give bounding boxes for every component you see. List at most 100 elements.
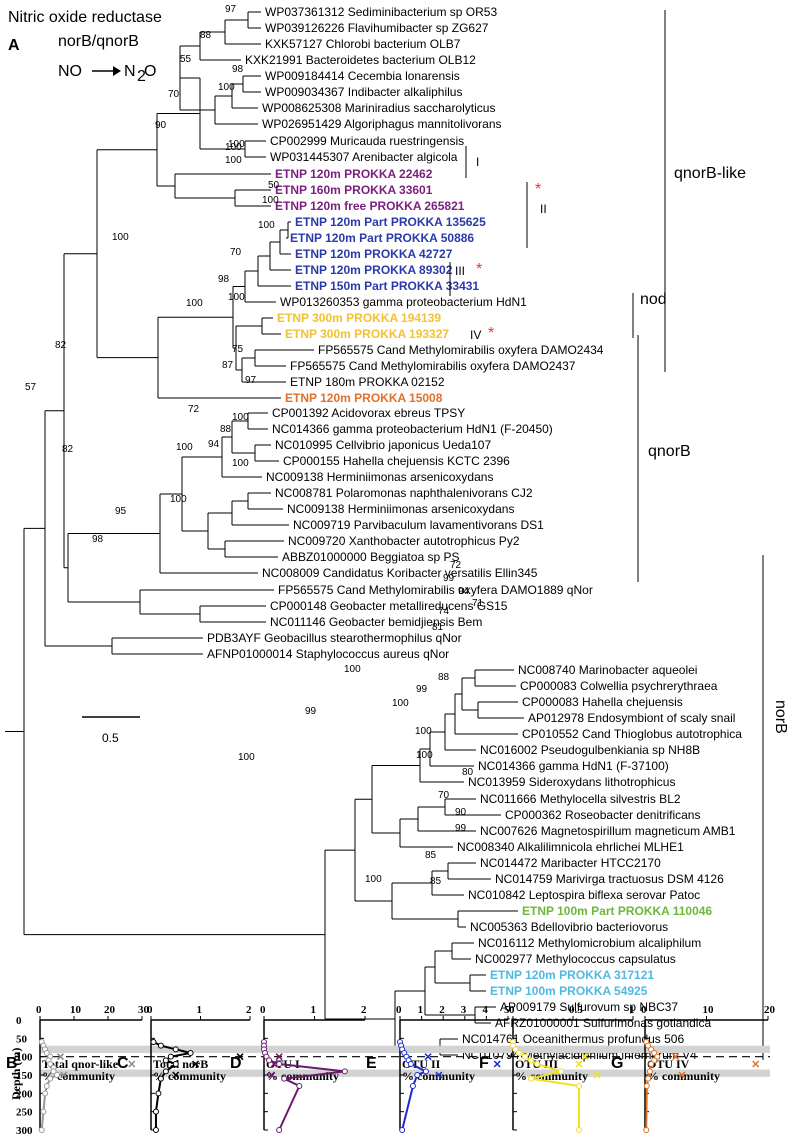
x-marker	[575, 1060, 583, 1068]
tree-leaf: NC008340 Alkalilimnicola ehrlichei MLHE1	[457, 840, 684, 854]
tree-leaf: NC005363 Bdellovibrio bacteriovorus	[470, 920, 668, 934]
x-tick-label: 30	[138, 1004, 150, 1016]
bootstrap-value: 82	[62, 444, 74, 455]
panel-letter: E	[366, 1055, 377, 1072]
bootstrap-value: 99	[443, 573, 455, 584]
x-marker	[593, 1071, 601, 1079]
bootstrap-value: 94	[208, 439, 220, 450]
bootstrap-value: 98	[232, 64, 244, 75]
tree-leaf: CP000083 Hahella chejuensis	[522, 695, 683, 709]
data-point	[157, 1042, 164, 1049]
data-point	[651, 1050, 658, 1056]
x-tick-label: 0	[147, 1004, 153, 1016]
x-marker-stroke	[268, 1071, 276, 1079]
x-marker-stroke	[581, 1053, 589, 1061]
x-marker	[270, 1060, 278, 1068]
bootstrap-value: 88	[200, 30, 212, 41]
bootstrap-value: 70	[230, 247, 242, 258]
data-point	[648, 1046, 655, 1053]
tree-leaf: CP000155 Hahella chejuensis KCTC 2396	[283, 454, 510, 468]
data-point	[266, 1057, 273, 1064]
tree-leaf: NC009138 Herminiimonas arsenicoxydans	[266, 470, 493, 484]
data-point	[47, 1061, 54, 1067]
tree-leaf: CP000148 Geobacter metallireducens GS15	[270, 599, 508, 613]
x-marker-stroke	[672, 1053, 680, 1061]
tree-leaf: NC014366 gamma HdN1 (F-37100)	[478, 759, 669, 773]
panel-letter: C	[117, 1055, 129, 1072]
tree-leaf: WP026951429 Algoriphagus mannitolivorans	[262, 117, 502, 131]
x-marker	[268, 1071, 276, 1079]
y-tick-label: 250	[16, 1107, 33, 1119]
reaction-no: NO	[58, 63, 82, 80]
tree-leaf: WP009034367 Indibacter alkaliphilus	[265, 85, 462, 99]
x-tick-label: 20	[104, 1004, 116, 1016]
y-axis-label: Depth (m)	[9, 1048, 23, 1100]
tree-leaf: NC009719 Parvibaculum lavamentivorans DS…	[293, 518, 544, 532]
data-point	[643, 1127, 650, 1133]
bootstrap-value: 87	[222, 360, 234, 371]
red-star: *	[535, 181, 541, 198]
tree-leaf: CP001392 Acidovorax ebreus TPSY	[272, 406, 465, 420]
bootstrap-value: 97	[245, 375, 257, 386]
x-marker-stroke	[172, 1071, 180, 1079]
bootstrap-value: 100	[170, 494, 187, 505]
data-point	[296, 1083, 303, 1089]
tree-leaf: NC014759 Marivirga tractuosus DSM 4126	[495, 872, 724, 886]
x-marker	[236, 1053, 244, 1061]
x-tick-label: 20	[764, 1004, 776, 1016]
bootstrap-value: 100	[225, 155, 242, 166]
bootstrap-value: 90	[155, 120, 167, 131]
data-point	[654, 1053, 661, 1060]
x-marker-stroke	[236, 1053, 244, 1061]
clade-label-I: I	[476, 155, 479, 169]
panel-unit: % community	[42, 1069, 115, 1083]
tree-leaf: ETNP 300m PROKKA 194139	[277, 311, 441, 325]
reaction-arrow-head	[113, 66, 121, 76]
data-point	[422, 1068, 429, 1075]
x-marker	[435, 1071, 443, 1079]
data-point	[42, 1090, 49, 1097]
x-tick-label: 1	[197, 1004, 203, 1016]
clade-label-IV: IV	[470, 328, 481, 342]
tree-leaf: ETNP 150m Part PROKKA 33431	[295, 279, 479, 293]
data-point	[276, 1061, 283, 1067]
bootstrap-value: 100	[238, 752, 255, 763]
bootstrap-value: 99	[416, 684, 428, 695]
reaction-n2o-o: O	[144, 63, 156, 80]
tree-leaf: ETNP 300m PROKKA 193327	[285, 327, 449, 341]
tree-leaf: WP008625308 Mariniradius saccharolyticus	[262, 101, 495, 115]
tree-leaf: WP009184414 Cecembia lonarensis	[265, 69, 460, 83]
panel-letter: B	[6, 1055, 18, 1072]
bootstrap-value: 100	[228, 139, 245, 150]
scale-bar-label: 0.5	[102, 731, 119, 745]
bootstrap-value: 85	[430, 876, 442, 887]
bootstrap-value: 57	[25, 382, 37, 393]
data-point	[576, 1083, 582, 1089]
tree-leaf: ETNP 100m Part PROKKA 110046	[522, 904, 712, 918]
bootstrap-value: 55	[180, 54, 192, 65]
bootstrap-value: 100	[228, 292, 245, 303]
x-marker-stroke	[128, 1060, 136, 1068]
data-point	[522, 1053, 528, 1060]
data-point	[576, 1127, 582, 1133]
data-point	[407, 1061, 414, 1067]
x-marker-stroke	[678, 1071, 686, 1079]
clade-label-qnorb: qnorB	[648, 443, 691, 460]
data-point	[155, 1090, 162, 1097]
x-tick-label: 10	[703, 1004, 715, 1016]
x-marker-stroke	[192, 1060, 200, 1068]
tree-leaf: NC009138 Herminiimonas arsenicoxydans	[287, 502, 514, 516]
data-point	[646, 1068, 653, 1075]
tree-leaf: NC014472 Maribacter HTCC2170	[480, 856, 661, 870]
bootstrap-value: 100	[112, 232, 129, 243]
x-marker	[60, 1071, 68, 1079]
tree-leaf: CP002999 Muricauda ruestringensis	[270, 134, 464, 148]
tree-leaf: ETNP 100m PROKKA 54925	[490, 984, 648, 998]
bootstrap-value: 100	[176, 442, 193, 453]
bootstrap-value: 100	[218, 82, 235, 93]
tree-leaf: ETNP 120m PROKKA 42727	[295, 247, 453, 261]
bootstrap-value: 100	[416, 750, 433, 761]
bootstrap-value: 100	[186, 298, 203, 309]
data-point	[162, 1068, 169, 1075]
